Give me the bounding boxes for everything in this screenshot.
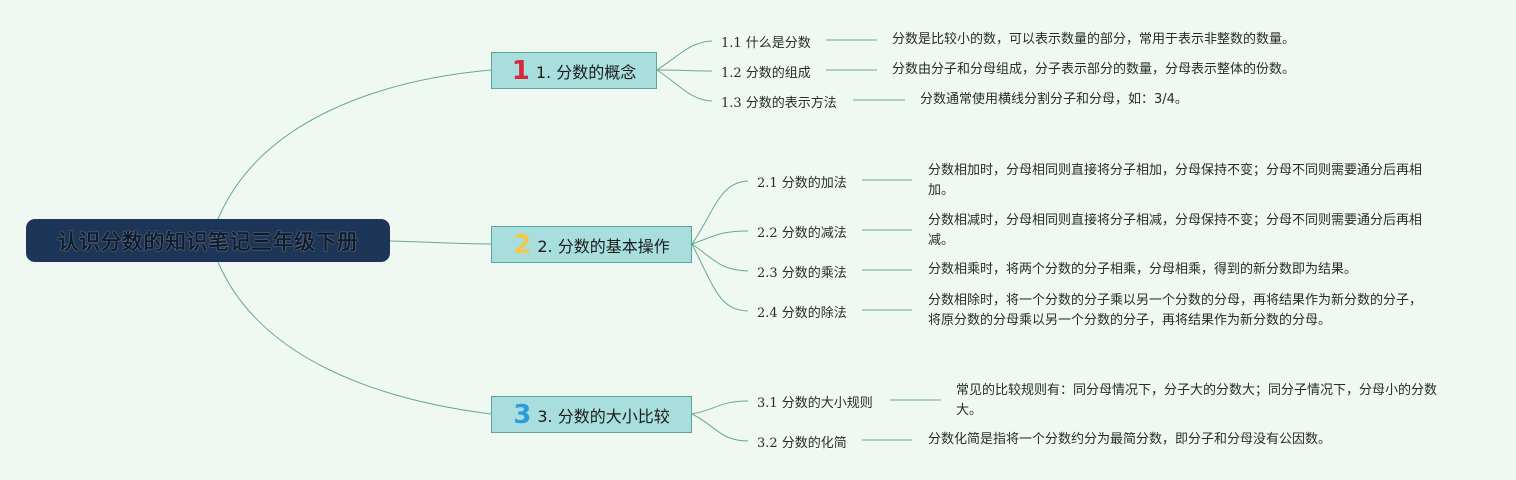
leaf-2-1[interactable]: 2.1 分数的加法 <box>757 176 847 191</box>
desc-2-3: 分数相乘时，将两个分数的分子相乘，分母相乘，得到的新分数即为结果。 <box>928 262 1358 277</box>
branch-2-node[interactable]: 2 2. 分数的基本操作 <box>491 226 692 263</box>
leaf-3-1[interactable]: 3.1 分数的大小规则 <box>757 396 873 411</box>
desc-1-2: 分数由分子和分母组成，分子表示部分的数量，分母表示整体的份数。 <box>892 62 1296 77</box>
leaf-3-2[interactable]: 3.2 分数的化简 <box>757 436 847 451</box>
link-root-branch3 <box>217 261 492 415</box>
branch-1-label: 1. 分数的概念 <box>535 62 637 82</box>
branch-1-node[interactable]: 1 1. 分数的概念 <box>491 52 657 89</box>
leaf-2-3[interactable]: 2.3 分数的乘法 <box>757 266 847 281</box>
badge-3-icon: 3 <box>513 399 532 430</box>
desc-2-1: 分数相加时，分母相同则直接将分子相加，分母保持不变；分母不同则需要通分后再相加。 <box>928 163 1423 198</box>
desc-3-2: 分数化简是指将一个分数约分为最简分数，即分子和分母没有公因数。 <box>928 432 1332 447</box>
leaf-1-2[interactable]: 1.2 分数的组成 <box>721 66 811 81</box>
desc-3-1: 常见的比较规则有：同分母情况下，分子大的分数大；同分子情况下，分母小的分数大。 <box>956 383 1438 418</box>
badge-2-icon: 2 <box>513 229 532 260</box>
desc-2-2: 分数相减时，分母相同则直接将分子相减，分母保持不变；分母不同则需要通分后再相减。 <box>928 213 1423 248</box>
leaf-2-2[interactable]: 2.2 分数的减法 <box>757 226 847 241</box>
leaf-1-1[interactable]: 1.1 什么是分数 <box>721 36 811 51</box>
branch-3-label: 3. 分数的大小比较 <box>537 406 670 426</box>
branch-3-node[interactable]: 3 3. 分数的大小比较 <box>491 396 692 433</box>
desc-1-3: 分数通常使用横线分割分子和分母，如：3/4。 <box>920 92 1188 107</box>
desc-1-1: 分数是比较小的数，可以表示数量的部分，常用于表示非整数的数量。 <box>892 32 1296 47</box>
link-root-branch1 <box>217 69 492 220</box>
link-root-branch2 <box>389 240 492 245</box>
leaf-1-3[interactable]: 1.3 分数的表示方法 <box>721 96 837 111</box>
root-node[interactable]: 认识分数的知识笔记三年级下册 <box>26 219 390 262</box>
root-title: 认识分数的知识笔记三年级下册 <box>57 229 359 254</box>
branch-2-label: 2. 分数的基本操作 <box>537 236 670 256</box>
badge-1-icon: 1 <box>511 55 530 86</box>
desc-2-4: 分数相除时，将一个分数的分子乘以另一个分数的分母，再将结果作为新分数的分子，将原… <box>928 293 1423 328</box>
leaf-2-4[interactable]: 2.4 分数的除法 <box>757 306 847 321</box>
